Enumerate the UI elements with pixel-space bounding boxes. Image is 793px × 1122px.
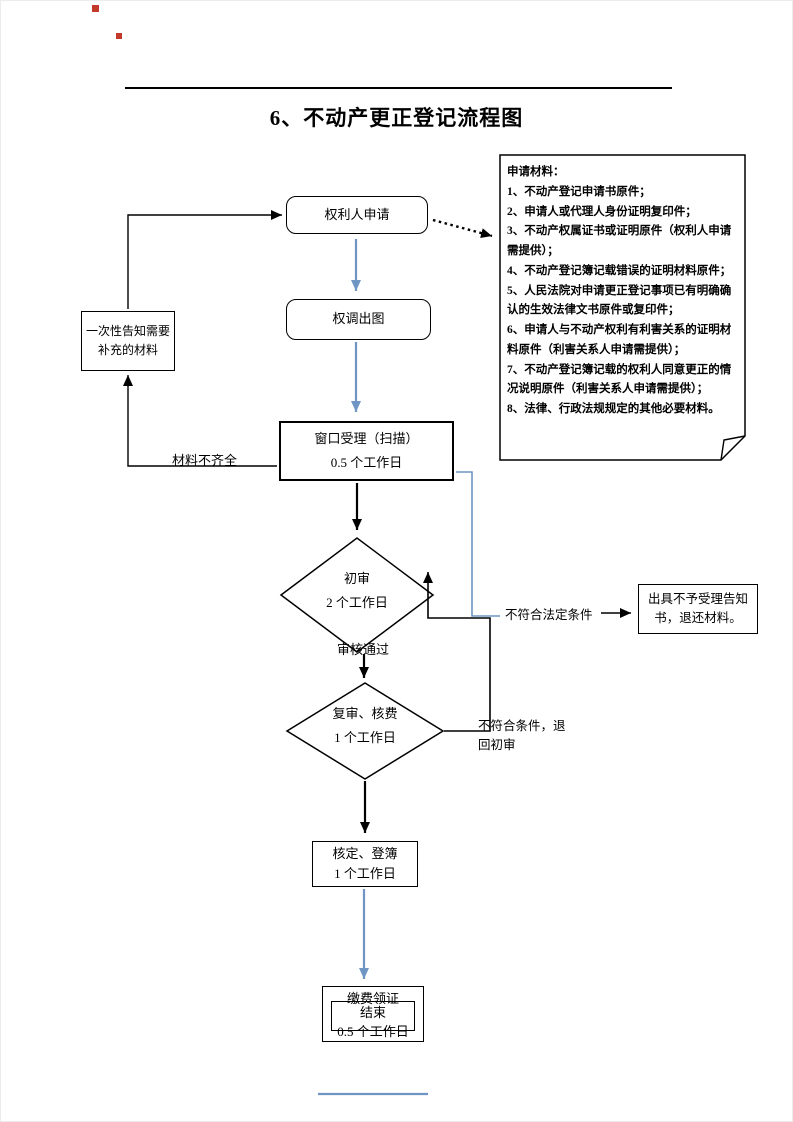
edge-label-review-passed: 审核通过 [337,642,390,657]
node-notify-supplement: 一次性告知需要补充的材料 [81,311,175,371]
node-register-label: 核定、登簿 [332,845,398,861]
diamond-second-duration: 1 个工作日 [334,730,396,745]
note-fold-corner [720,435,746,461]
node-payment-duration: 0.5 个工作日 [337,1024,409,1040]
diamond-initial-review [279,537,435,653]
note-panel-shape [499,154,746,461]
node-register: 核定、登簿 1 个工作日 [312,841,418,887]
blue-elbow-to-notlegal [456,471,500,617]
node-applicant: 权利人申请 [286,196,428,234]
edge-label-materials-incomplete: 材料不齐全 [172,453,238,468]
node-notify-supplement-label: 一次性告知需要补充的材料 [86,324,171,357]
return-second-to-initial [423,572,491,732]
note-item: 1、不动产登记申请书原件； [507,185,651,198]
note-item: 7、不动产登记簿记载的权利人同意更正的情况说明原件（利害关系人申请需提供）； [507,363,732,396]
note-item: 4、不动产登记簿记载错误的证明材料原件； [507,264,732,277]
loop-window-to-notify [123,375,277,467]
node-payment: 缴费领证 0.5 个工作日 [322,986,424,1042]
red-marker-icon [92,5,99,12]
edge-label-fail-return-initial: 不符合条件，退回初审 [478,719,566,752]
red-marker-icon [116,33,122,39]
node-reject-notice: 出具不予受理告知书，退还材料。 [638,584,758,634]
diamond-second-review [285,682,445,780]
node-survey-label: 权调出图 [332,311,385,327]
edge-label-not-meet-legal: 不符合法定条件 [505,608,593,622]
node-end-label: 结束 [359,1005,386,1020]
header-divider [125,87,672,89]
loop-notify-to-applicant [127,210,282,309]
diamond-initial-label: 初审 [343,571,370,586]
node-reject-notice-label: 出具不予受理告知书，退还材料。 [647,591,748,625]
note-materials: 申请材料： 1、不动产登记申请书原件； 2、申请人或代理人身份证明复印件； 3、… [507,163,738,420]
node-window-accept-label: 窗口受理（扫描） [314,431,419,447]
node-payment-label: 缴费领证 [346,991,399,1006]
note-heading: 申请材料： [507,166,565,178]
note-item: 3、不动产权属证书或证明原件（权利人申请需提供）； [507,225,732,258]
node-window-accept: 窗口受理（扫描） 0.5 个工作日 [279,421,454,481]
node-survey: 权调出图 [286,299,431,340]
diamond-second-label: 复审、核费 [332,706,398,721]
node-window-accept-duration: 0.5 个工作日 [330,454,403,470]
dotted-link-applicant-to-note [432,218,493,238]
node-end: 结束 [331,1001,415,1031]
note-item: 2、申请人或代理人身份证明复印件； [507,205,697,218]
diamond-initial-duration: 2 个工作日 [326,595,388,610]
note-item: 5、人民法院对申请更正登记事项已有明确确认的生效法律文书原件或复印件； [507,284,732,317]
note-item: 6、申请人与不动产权利有利害关系的证明材料原件（利害关系人申请需提供）； [507,324,732,356]
note-item: 8、法律、行政法规规定的其他必要材料。 [507,403,720,416]
node-applicant-label: 权利人申请 [324,206,390,222]
page-title: 6、不动产更正登记流程图 [269,106,524,130]
node-register-duration: 1 个工作日 [334,866,396,881]
